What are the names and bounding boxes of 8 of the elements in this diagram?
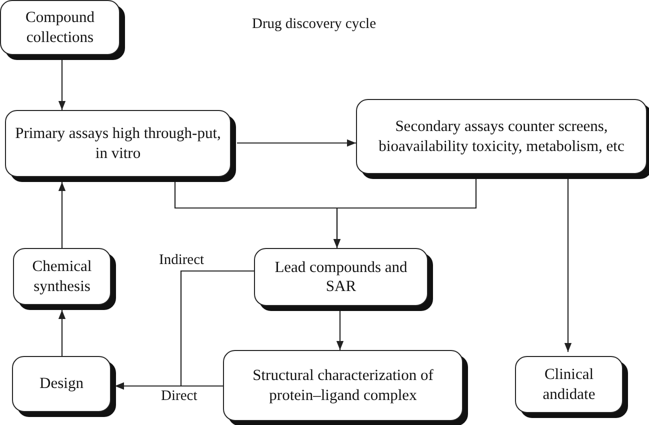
arrow — [564, 179, 572, 352]
diagram-title: Drug discovery cycle — [252, 16, 376, 33]
arrow — [58, 310, 66, 356]
arrow — [58, 182, 66, 248]
arrow — [237, 139, 356, 147]
arrow — [115, 382, 223, 390]
arrow — [336, 311, 344, 350]
arrow — [333, 179, 477, 248]
